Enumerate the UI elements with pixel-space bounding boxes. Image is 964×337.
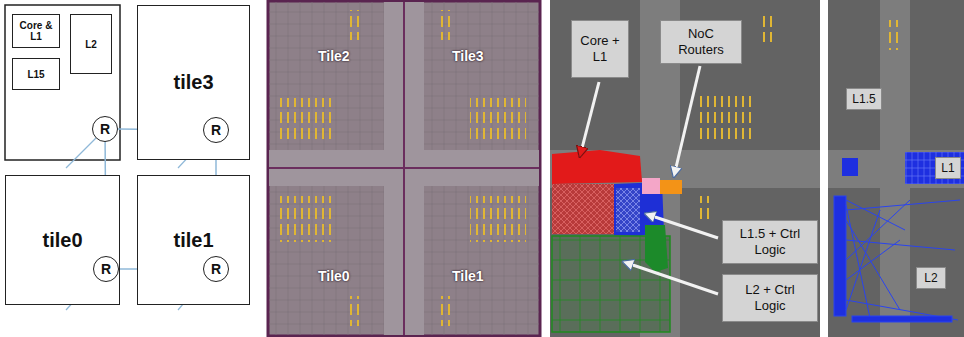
node-text: R xyxy=(211,261,221,277)
router-circle: R xyxy=(203,256,229,282)
router-circle: R xyxy=(93,256,119,282)
node-text: L1.5 xyxy=(852,92,875,106)
tile-label: Tile3 xyxy=(452,48,484,64)
tile-label: Tile2 xyxy=(318,48,350,64)
cache-box: L2 xyxy=(70,14,112,74)
tile-label: Tile1 xyxy=(452,268,484,284)
node-text: L2 + Ctrl Logic xyxy=(728,282,812,313)
node-text: tile0 xyxy=(42,229,82,252)
node-text: R xyxy=(211,122,221,138)
callout-box: L1 xyxy=(935,157,961,179)
node-text: R xyxy=(100,121,110,137)
node-text: L1 xyxy=(941,161,954,175)
node-text: NoC Routers xyxy=(666,26,736,57)
node-text: L15 xyxy=(27,69,44,80)
tile-box: tile1R xyxy=(137,175,250,305)
callout-box: NoC Routers xyxy=(660,20,742,64)
node-text: Core + L1 xyxy=(577,33,623,64)
node-text: L2 xyxy=(924,271,937,285)
node-text: tile3 xyxy=(173,71,213,94)
callout-box: L2 xyxy=(916,267,946,289)
node-text: tile1 xyxy=(173,229,213,252)
router-circle: R xyxy=(203,117,229,143)
callout-box: Core + L1 xyxy=(571,20,629,78)
node-text: Core & L1 xyxy=(15,20,57,42)
callout-box: L1.5 + Ctrl Logic xyxy=(722,220,818,264)
tile-box: tile3R xyxy=(137,5,250,160)
router-circle: R xyxy=(92,116,118,142)
node-text: R xyxy=(101,261,111,277)
node-text: L1.5 + Ctrl Logic xyxy=(728,226,812,257)
callout-box: L2 + Ctrl Logic xyxy=(722,274,818,322)
tile-label: Tile0 xyxy=(318,268,350,284)
callout-box: L1.5 xyxy=(846,88,882,110)
tile-box: tile0R xyxy=(5,175,120,305)
cache-box: L15 xyxy=(12,58,60,90)
core-box: Core & L1 xyxy=(12,14,60,48)
node-text: L2 xyxy=(85,39,97,50)
